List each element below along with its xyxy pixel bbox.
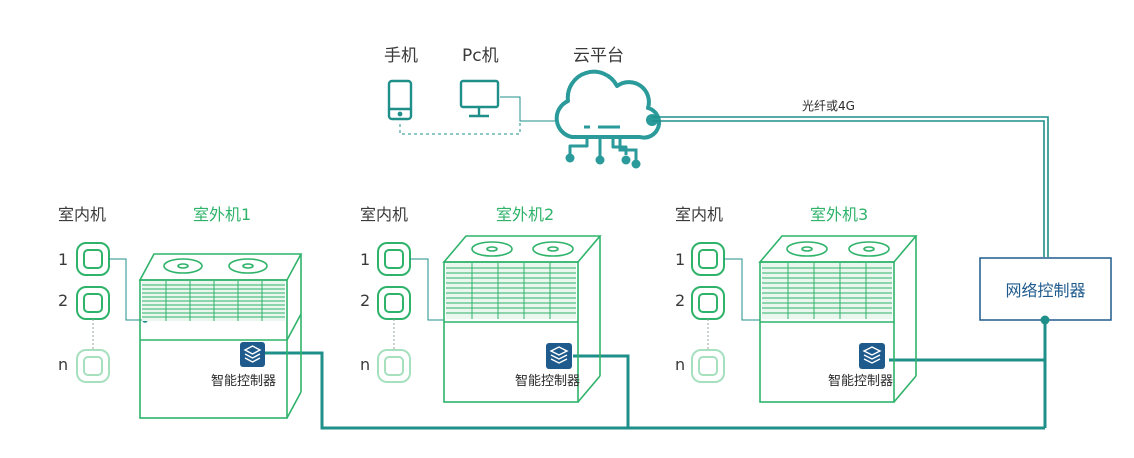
network-controller-label: 网络控制器: [1005, 281, 1085, 300]
indoor-index-1-2: 2: [58, 291, 68, 310]
cloud-platform-label: 云平台: [573, 46, 624, 66]
pc-label: Pc机: [462, 46, 499, 66]
indoor-unit-icon: [691, 319, 725, 383]
indoor-index-3-2: 2: [675, 291, 685, 310]
smart-controller-label-2: 智能控制器: [515, 374, 580, 389]
indoor-index-1-1: 1: [58, 250, 68, 269]
smart-controller-icon: [546, 343, 572, 369]
outdoor-title-2: 室外机2: [496, 205, 554, 224]
indoor-title-3: 室内机: [675, 205, 723, 224]
indoor-title-2: 室内机: [360, 205, 408, 224]
indoor-unit-icon: [377, 242, 411, 320]
indoor-index-1-n: n: [58, 355, 68, 374]
indoor-index-2-2: 2: [360, 291, 370, 310]
smart-controller-icon: [240, 342, 265, 367]
controller-bus-link: [1040, 315, 1050, 428]
network-controller-box: 网络控制器: [979, 257, 1112, 321]
phone-label: 手机: [384, 46, 418, 66]
unit-1: 室内机 室外机1 1 2 n: [58, 205, 303, 419]
pc-monitor-icon: [459, 79, 500, 118]
indoor-unit-icon: [76, 319, 110, 383]
unit-3: 室内机 室外机3 1 2 n: [675, 205, 918, 403]
cloud-icon: [554, 69, 662, 156]
smart-controller-icon: [859, 343, 885, 369]
outdoor-title-3: 室外机3: [810, 205, 868, 224]
fiber-4g-link: [652, 116, 1049, 257]
outdoor-unit-icon: [758, 235, 918, 403]
outdoor-unit-icon: [442, 235, 602, 403]
indoor-link-2: [410, 258, 444, 321]
indoor-index-3-n: n: [675, 355, 685, 374]
phone-icon: [387, 79, 413, 121]
indoor-unit-icon: [691, 242, 725, 320]
indoor-unit-icon: [377, 319, 411, 383]
unit-2: 室内机 室外机2 1 2 n: [360, 205, 602, 403]
indoor-link-3: [724, 258, 760, 321]
outdoor-title-1: 室外机1: [193, 205, 251, 224]
bus-line: [265, 351, 1045, 430]
device-links: [399, 96, 556, 135]
indoor-index-2-n: n: [360, 355, 370, 374]
smart-controller-label-3: 智能控制器: [828, 374, 893, 389]
indoor-unit-icon: [76, 242, 110, 320]
outdoor-unit-icon: [138, 253, 303, 419]
fiber-4g-label: 光纤或4G: [802, 99, 855, 113]
indoor-index-2-1: 1: [360, 250, 370, 269]
indoor-title-1: 室内机: [58, 205, 106, 224]
indoor-link-1: [109, 258, 145, 321]
smart-controller-label-1: 智能控制器: [211, 374, 276, 389]
indoor-index-3-1: 1: [675, 250, 685, 269]
